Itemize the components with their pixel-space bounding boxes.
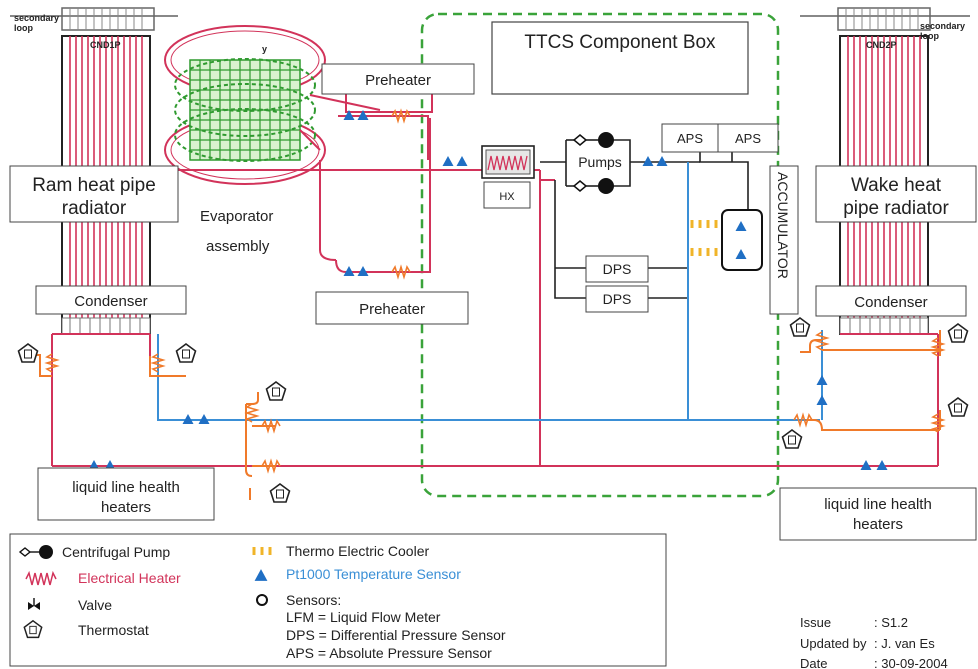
legend-heater-label: Electrical Heater: [78, 570, 181, 586]
dps-box-1: [585, 255, 649, 283]
aps-label-1: APS: [677, 131, 703, 146]
condenser-right-box: [815, 285, 967, 317]
cnd2p-label: CND2P: [866, 40, 897, 50]
preheater-top-label: Preheater: [365, 72, 431, 89]
issue-value: : S1.2: [874, 615, 908, 630]
dps-label-1: DPS: [603, 261, 632, 277]
wake-radiator-line1: Wake heat: [851, 175, 942, 196]
dps-label-2: DPS: [603, 291, 632, 307]
legend-valve-icon: [28, 598, 40, 610]
component-box-title: TTCS Component Box: [524, 32, 716, 53]
legend-thermostat-label: Thermostat: [78, 622, 149, 638]
date-value: : 30-09-2004: [874, 656, 948, 669]
left-secondary-loop-line1: secondary: [14, 13, 59, 23]
health-heaters-right-line1: liquid line health: [824, 496, 932, 513]
heater-coils: [44, 108, 946, 474]
legend-heater-icon: [25, 570, 57, 586]
aps-box-2: [717, 123, 779, 153]
date-label: Date: [800, 656, 827, 669]
health-heaters-left-box: [37, 467, 215, 521]
preheater-bottom-label: Preheater: [359, 301, 425, 318]
evaporator-label-line1: Evaporator: [200, 208, 273, 225]
health-heaters-right-box: [779, 487, 977, 541]
legend-pt1000-label: Pt1000 Temperature Sensor: [286, 566, 461, 582]
component-box-title-frame: [491, 21, 749, 95]
cnd1p-label: CND1P: [90, 40, 121, 50]
accumulator-vessel: [721, 209, 763, 271]
condenser-right-label: Condenser: [854, 294, 927, 311]
wake-radiator-line2: pipe radiator: [843, 198, 949, 219]
tec-marks: [690, 220, 718, 256]
ram-radiator-line1: Ram heat pipe: [32, 175, 156, 196]
evaporator-assembly: [164, 25, 381, 185]
updated-value: : J. van Es: [874, 636, 935, 651]
legend-aps-label: APS = Absolute Pressure Sensor: [286, 645, 492, 661]
ram-radiator-line2: radiator: [62, 198, 127, 219]
health-heaters-left-line1: liquid line health: [72, 479, 180, 496]
evaporator-label-line2: assembly: [206, 238, 270, 255]
health-heaters-left-line2: heaters: [101, 499, 151, 516]
legend-tec-icon: [252, 547, 272, 555]
right-secondary-loop-line1: secondary: [920, 21, 965, 31]
issue-label: Issue: [800, 615, 831, 630]
accumulator-label: ACCUMULATOR: [775, 172, 791, 279]
red-piping: [51, 65, 939, 467]
legend-pump-icon: [18, 545, 53, 559]
condenser-left-label: Condenser: [74, 293, 147, 310]
preheater-bottom-box: [315, 291, 469, 325]
condenser-left-box: [35, 285, 187, 315]
legend-dps-label: DPS = Differential Pressure Sensor: [286, 627, 506, 643]
wake-radiator-box: [815, 165, 977, 223]
dps-box-2: [585, 285, 649, 313]
legend-box: [9, 533, 667, 667]
right-secondary-loop-line2: loop: [920, 31, 939, 41]
pump-upper: [572, 132, 614, 148]
legend-valve-label: Valve: [78, 597, 112, 613]
pumps-label: Pumps: [578, 154, 622, 170]
pump-lower: [572, 178, 614, 194]
hx-unit: [481, 145, 535, 209]
accumulator-label-box: [769, 165, 799, 315]
aps-label-2: APS: [735, 131, 761, 146]
legend-lfm-label: LFM = Liquid Flow Meter: [286, 609, 441, 625]
legend-tec-label: Thermo Electric Cooler: [286, 543, 429, 559]
updated-label: Updated by: [800, 636, 867, 651]
preheater-top-box: [321, 63, 475, 95]
legend-sensors-heading: Sensors:: [286, 592, 341, 608]
health-heaters-right-line2: heaters: [853, 516, 903, 533]
evaporator-y-mark: y: [262, 44, 267, 54]
legend-sensor-circle-icon: [256, 594, 268, 606]
hx-label: HX: [499, 191, 515, 203]
left-secondary-loop-line2: loop: [14, 23, 33, 33]
ram-radiator-box: [9, 165, 179, 223]
legend-pump-label: Centrifugal Pump: [62, 544, 170, 560]
